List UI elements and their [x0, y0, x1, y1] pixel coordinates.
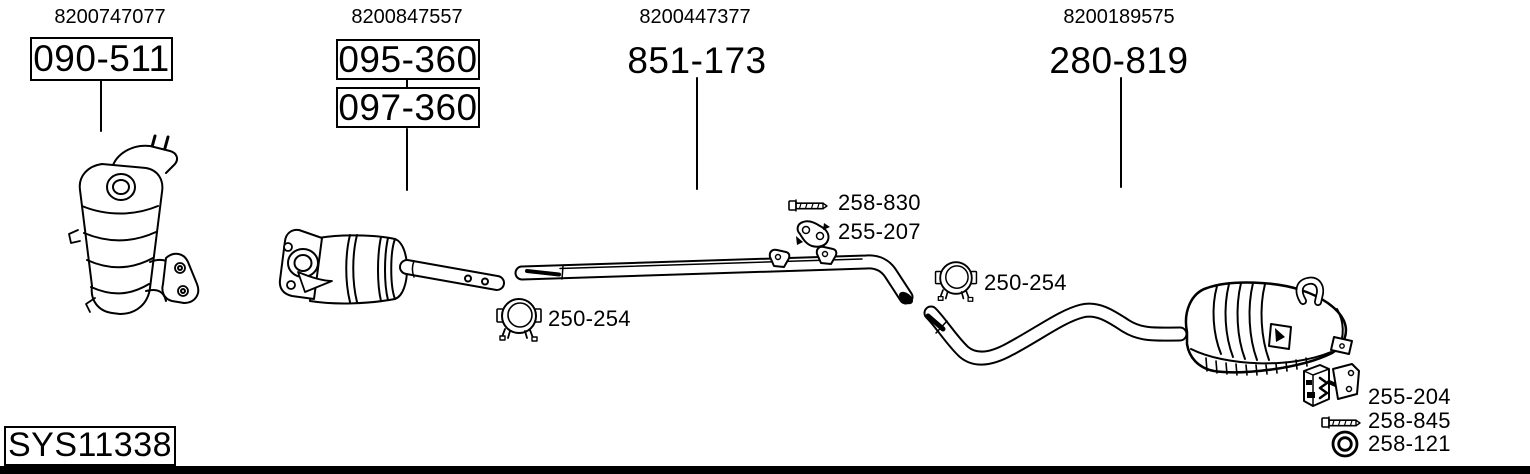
fitting-code: 258-830 — [838, 190, 921, 215]
part-number: 851-173 — [627, 40, 767, 81]
catalytic-converter-drawing — [68, 134, 200, 315]
bolt-icon — [1321, 416, 1361, 429]
rear-silencer-drawing — [923, 276, 1353, 376]
washer-icon — [1331, 430, 1359, 458]
rubber-mount-icon — [1303, 363, 1360, 407]
oem-number: 8200189575 — [1063, 6, 1175, 28]
pipe-hanger-tab — [768, 248, 791, 268]
front-silencer-drawing — [278, 228, 505, 305]
fitting-code: 250-254 — [548, 306, 631, 331]
part-number: 280-819 — [1049, 40, 1189, 81]
fitting-code: 255-204 — [1368, 384, 1451, 409]
system-code-box: SYS11338 — [4, 426, 176, 466]
bottom-border-bar — [0, 466, 1530, 474]
fitting-code: 258-845 — [1368, 408, 1451, 433]
fitting-code: 255-207 — [838, 219, 921, 244]
oem-number: 8200447377 — [639, 6, 751, 28]
fitting-code: 250-254 — [984, 270, 1067, 295]
part-number-boxed: 095-360 — [336, 39, 480, 80]
oem-number: 8200847557 — [351, 6, 463, 28]
oem-number: 8200747077 — [54, 6, 166, 28]
part-number-boxed: 090-511 — [30, 37, 173, 81]
part-number-boxed: 097-360 — [336, 87, 480, 128]
clamp-icon — [496, 298, 542, 342]
centre-pipe-drawing — [514, 245, 914, 305]
clamp-icon — [934, 261, 978, 302]
bolt-icon — [788, 199, 828, 212]
leader-lines — [100, 77, 1122, 191]
fitting-code: 258-121 — [1368, 431, 1451, 456]
pipe-hanger-tab — [815, 245, 838, 265]
rubber-hanger-icon — [796, 220, 830, 248]
